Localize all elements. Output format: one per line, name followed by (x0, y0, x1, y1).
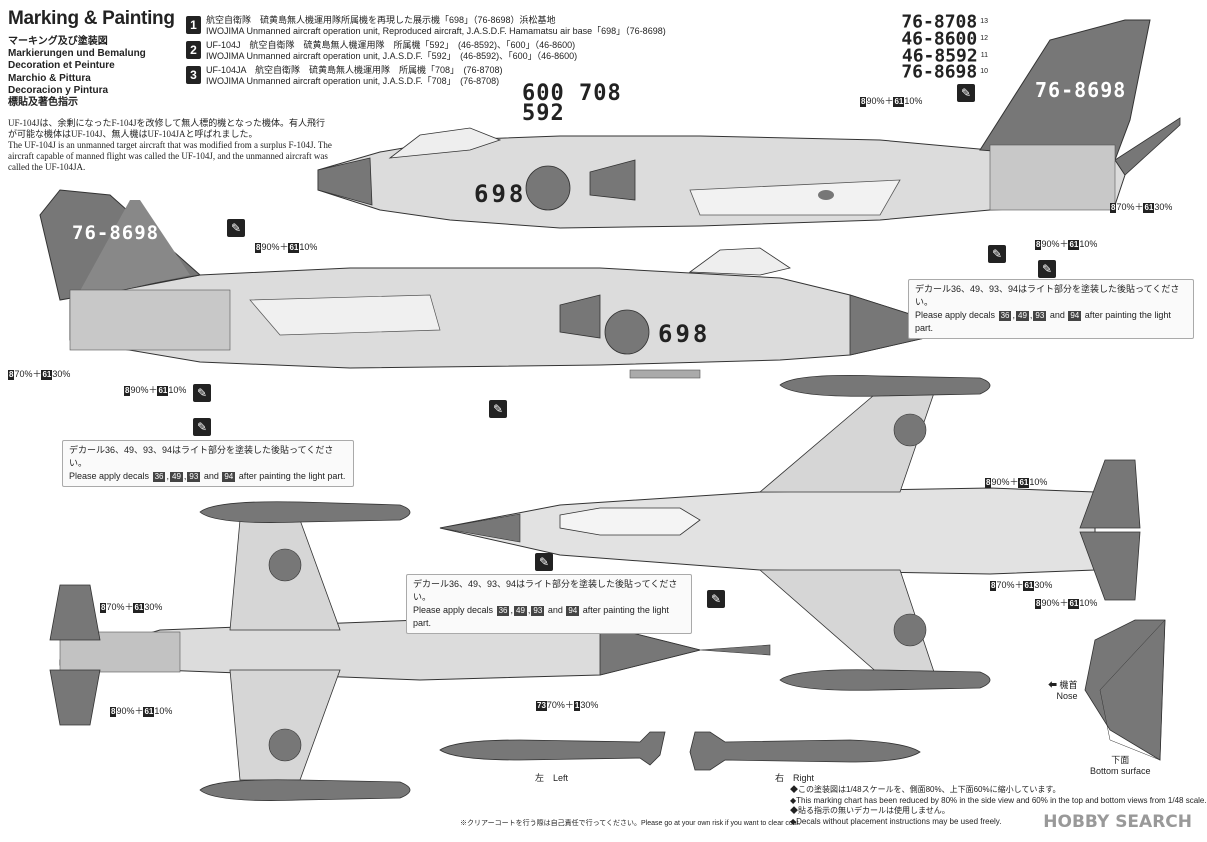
option-3-badge: 3 (186, 66, 201, 84)
mix-callout-12: 7370%＋130% (536, 700, 599, 711)
side-view-right (317, 19, 1181, 229)
tip-tank-right (689, 731, 921, 771)
brush-icon: ✎ (489, 400, 507, 418)
mix-callout-6: 890%＋6110% (124, 385, 187, 396)
option-3-ja: UF-104JA 航空自衛隊 硫黄島無人機運用隊 所属機「708」 (76-87… (206, 65, 503, 75)
decal-note-ja: デカール36、49、93、94はライト部分を塗装した後貼ってください。 (413, 579, 678, 602)
decal-note-1: デカール36、49、93、94はライト部分を塗装した後貼ってください。 Plea… (908, 279, 1194, 339)
tip-tank-left (439, 731, 666, 766)
decal-note-en: Please apply decals 36,49,93 and 94 afte… (69, 471, 346, 482)
intro-en: The UF-104J is an unmanned target aircra… (8, 140, 332, 172)
mix-callout-9: 890%＋6110% (1035, 598, 1098, 609)
brush-icon: ✎ (193, 384, 211, 402)
option-1-badge: 1 (186, 16, 201, 34)
side-view-left (39, 189, 962, 379)
decal-note-ja: デカール36、49、93、94はライト部分を塗装した後貼ってください。 (915, 284, 1180, 307)
horizontal-tail-bottom (1084, 619, 1166, 761)
mix-callout-4: 890%＋6110% (255, 242, 318, 253)
option-2-badge: 2 (186, 41, 201, 59)
decal-note-en: Please apply decals 36,49,93 and 94 afte… (413, 605, 669, 628)
top-view (439, 375, 1141, 691)
left-label: 左 Left (535, 773, 569, 783)
mix-callout-1: 890%＋6110% (860, 96, 923, 107)
mix-callout-8: 870%＋6130% (990, 580, 1053, 591)
brush-icon: ✎ (707, 590, 725, 608)
brush-icon: ✎ (535, 553, 553, 571)
option-1-ja: 航空自衛隊 硫黄島無人機運用隊所属機を再現した展示機「698」（76-8698）… (206, 15, 556, 25)
fuselage-number-right: 698 (474, 180, 527, 208)
decal-note-en: Please apply decals 36,49,93 and 94 afte… (915, 310, 1171, 333)
fuselage-number-left: 698 (658, 320, 711, 348)
intro-text: UF-104Jは、余剰になったF-104Jを改修して無人標的機となった機体。有人… (8, 118, 333, 173)
right-label: 右 Right (775, 773, 815, 783)
brush-icon: ✎ (957, 84, 975, 102)
brush-icon: ✎ (193, 418, 211, 436)
nose-number-row1: 600 708 (522, 81, 622, 106)
tail-code-left: 76-8698 (72, 222, 160, 244)
brush-icon: ✎ (1038, 260, 1056, 278)
option-2-en: IWOJIMA Unmanned aircraft operation unit… (206, 50, 578, 61)
mix-callout-11: 890%＋6110% (110, 706, 173, 717)
decal-note-3: デカール36、49、93、94はライト部分を塗装した後貼ってください。 Plea… (406, 574, 692, 634)
bottom-view (49, 501, 771, 801)
tail-code-right: 76-8698 (1035, 78, 1127, 102)
clear-coat-note: ※クリアーコートを行う際は自己責任で行ってください。Please go at y… (460, 820, 801, 827)
intro-ja: UF-104Jは、余剰になったF-104Jを改修して無人標的機となった機体。有人… (8, 118, 325, 139)
option-1-en: IWOJIMA Unmanned aircraft operation unit… (206, 25, 666, 36)
footer-notes: ◆この塗装図は1/48スケールを、側面80%、上下面60%に縮小しています。 ◆… (790, 785, 1207, 826)
mix-callout-2: 870%＋6130% (1110, 202, 1173, 213)
brush-icon: ✎ (227, 219, 245, 237)
decal-note-ja: デカール36、49、93、94はライト部分を塗装した後貼ってください。 (69, 445, 334, 468)
decal-note-2: デカール36、49、93、94はライト部分を塗装した後貼ってください。 Plea… (62, 440, 354, 487)
mix-callout-3: 890%＋6110% (1035, 239, 1098, 250)
watermark-logo: HOBBY SEARCH (1043, 812, 1192, 832)
brush-icon: ✎ (988, 245, 1006, 263)
language-list: マーキング及び塗装図 Markierungen und Bemalung Dec… (8, 36, 146, 109)
mix-callout-5: 870%＋6130% (8, 369, 71, 380)
page-title: Marking & Painting (8, 8, 175, 29)
mix-callout-7: 890%＋6110% (985, 477, 1048, 488)
nose-number-samples: 600 708 592 (522, 81, 622, 126)
nose-number-row2: 592 (522, 101, 565, 126)
mix-callout-10: 870%＋6130% (100, 602, 163, 613)
option-2-ja: UF-104J 航空自衛隊 硫黄島無人機運用隊 所属機「592」 (46-859… (206, 40, 576, 50)
option-3-en: IWOJIMA Unmanned aircraft operation unit… (206, 75, 500, 86)
